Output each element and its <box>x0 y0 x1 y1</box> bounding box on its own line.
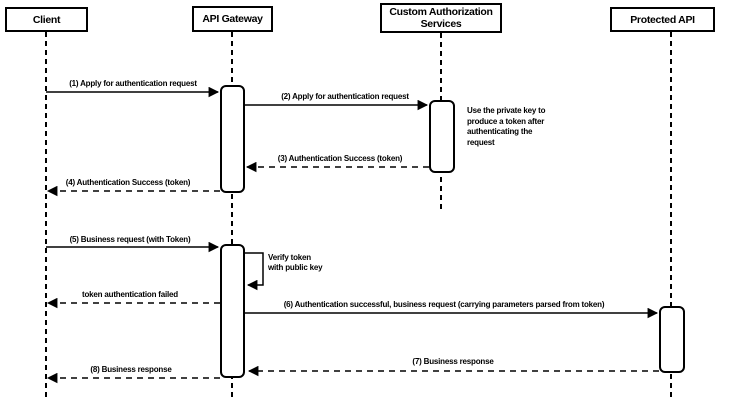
message-label-self-verify-token: Verify token with public key <box>268 253 323 272</box>
participant-box-protected-api: Protected API <box>610 7 715 32</box>
participant-box-custom-authorization-services: Custom Authorization Services <box>380 3 502 33</box>
participant-label-protected-api: Protected API <box>630 13 695 26</box>
participant-box-client: Client <box>5 7 88 32</box>
participant-label-client: Client <box>32 13 61 26</box>
message-label-1: (1) Apply for authentication request <box>69 79 197 88</box>
message-label-5: (5) Business request (with Token) <box>69 235 191 244</box>
message-label-8: (8) Business response <box>90 365 172 374</box>
participant-box-api-gateway: API Gateway <box>192 6 273 32</box>
note-use-private-key: Use the private key to produce a token a… <box>467 106 546 147</box>
message-arrow-self-verify-token <box>245 252 264 291</box>
message-label-7: (7) Business response <box>412 357 494 366</box>
activation-api-gateway-auth <box>220 85 245 193</box>
activation-api-gateway-business <box>220 244 245 378</box>
activation-custom-authorization-services <box>429 100 455 173</box>
activation-protected-api <box>659 306 685 373</box>
message-label-token-failed: token authentication failed <box>82 290 178 299</box>
message-label-2: (2) Apply for authentication request <box>281 92 409 101</box>
message-label-4: (4) Authentication Success (token) <box>65 178 191 187</box>
message-label-3: (3) Authentication Success (token) <box>277 154 403 163</box>
message-label-6: (6) Authentication successful, business … <box>283 300 605 309</box>
participant-label-custom-authorization-services: Custom Authorization Services <box>389 6 493 30</box>
participant-label-api-gateway: API Gateway <box>202 13 263 25</box>
